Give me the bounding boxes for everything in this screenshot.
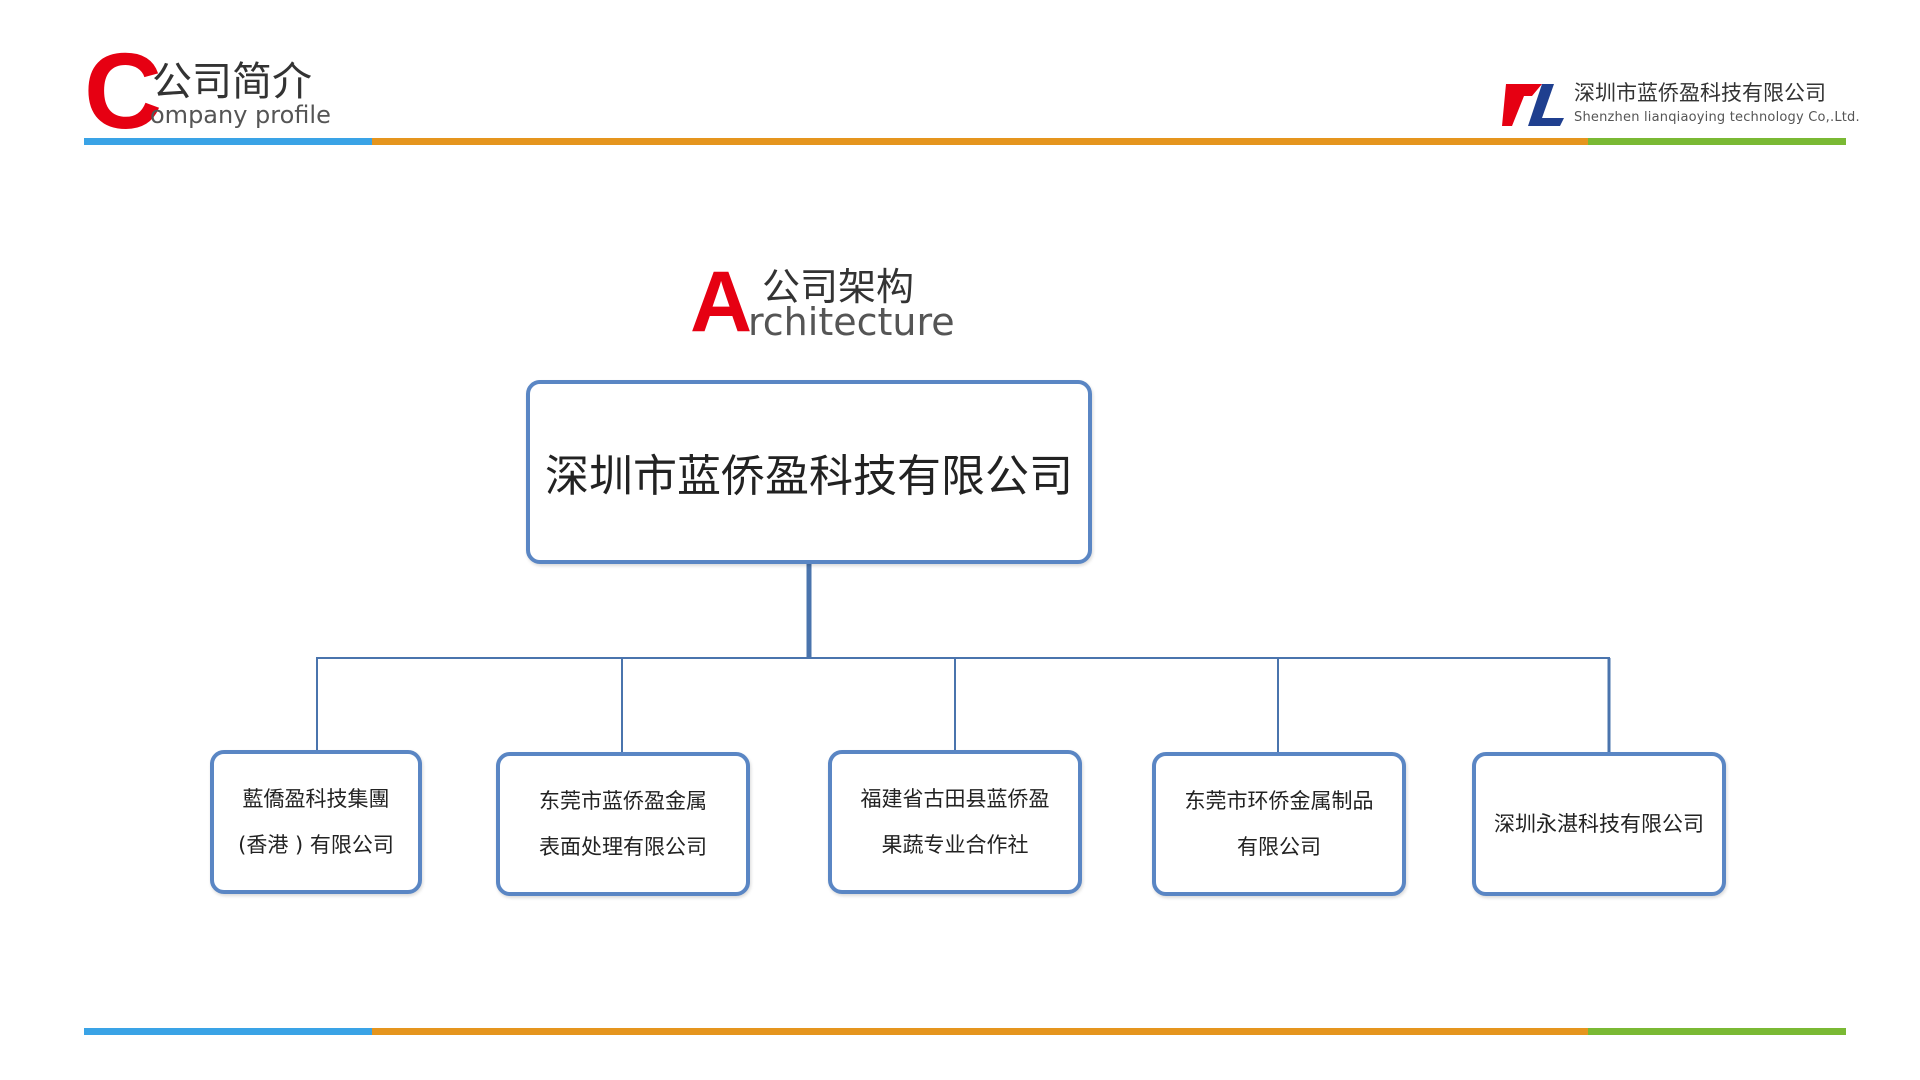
header-title-cn: 公司简介: [152, 59, 312, 105]
section-title-cn: 公司架构: [762, 265, 915, 309]
org-child-box-3: 福建省古田县蓝侨盈 果蔬专业合作社: [828, 750, 1082, 894]
org-child-box-5: 深圳永湛科技有限公司: [1472, 752, 1726, 896]
org-root-box: 深圳市蓝侨盈科技有限公司: [526, 380, 1092, 564]
zl-logo-icon: [1502, 84, 1564, 126]
org-child-box-1: 藍僑盈科技集團 (香港 ) 有限公司: [210, 750, 422, 894]
company-name-cn: 深圳市蓝侨盈科技有限公司: [1574, 81, 1826, 105]
footer-divider: [84, 1028, 1846, 1035]
header-initial-letter: C: [84, 30, 162, 151]
header-title-en: ompany profile: [150, 101, 331, 129]
section-title-en: rchitecture: [748, 300, 955, 344]
company-name-en: Shenzhen lianqiaoying technology Co,.Ltd…: [1574, 110, 1860, 125]
section-initial-letter: A: [690, 254, 753, 350]
org-child-box-4: 东莞市环侨金属制品 有限公司: [1152, 752, 1406, 896]
header-divider: [84, 138, 1846, 145]
org-child-box-2: 东莞市蓝侨盈金属 表面处理有限公司: [496, 752, 750, 896]
